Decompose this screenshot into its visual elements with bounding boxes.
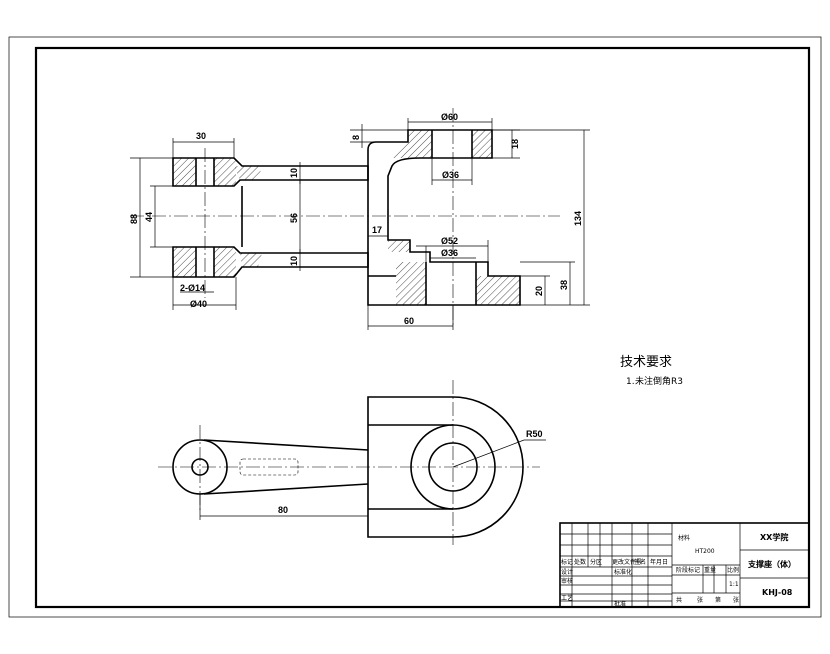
tb-label-stage-mark: 阶段标记 <box>676 566 700 574</box>
dim-44: 44 <box>144 212 154 222</box>
dim-38: 38 <box>559 280 569 290</box>
tb-header-sign: 签名 <box>634 558 646 566</box>
tb-sheet-unit-2: 张 <box>733 596 739 604</box>
inner-border <box>34 46 811 609</box>
dim-phi36-bottom: Ø36 <box>441 248 458 258</box>
dim-88: 88 <box>129 214 139 224</box>
dim-56: 56 <box>289 213 299 223</box>
tb-label-review: 审核 <box>561 577 573 585</box>
tb-scale: 1:1 <box>729 581 739 588</box>
tb-sheet-unit: 张 <box>697 596 703 604</box>
tb-label-design: 设计 <box>561 568 573 576</box>
outer-border <box>8 36 822 618</box>
tb-header-change-doc: 更改文件号 <box>612 558 642 566</box>
tb-sheet-total: 共 <box>676 596 682 604</box>
tb-sheet-no: 第 <box>715 596 721 604</box>
dim-r50: R50 <box>526 429 543 439</box>
tb-label-standardization: 标准化 <box>614 568 632 576</box>
dim-phi36-top: Ø36 <box>442 170 459 180</box>
dim-60-width: 60 <box>404 316 414 326</box>
dim-30: 30 <box>196 131 206 141</box>
front-dimension-lines <box>130 118 590 330</box>
tb-drawing-number: KHJ-08 <box>762 588 793 597</box>
tech-req-item-prefix: 1. <box>626 377 635 387</box>
dim-80: 80 <box>278 505 288 515</box>
tb-part-name: 支撑座（体） <box>747 559 796 569</box>
title-block <box>559 522 810 608</box>
tb-school: XX学院 <box>760 532 788 542</box>
dim-134: 134 <box>573 211 583 226</box>
dim-10-upper: 10 <box>289 168 299 178</box>
dim-20: 20 <box>534 286 544 296</box>
dim-phi60-top: Ø60 <box>441 112 458 122</box>
tb-label-weight: 重量 <box>704 566 716 574</box>
dim-17: 17 <box>372 225 382 235</box>
dim-8: 8 <box>351 135 361 140</box>
tb-header-count: 处数 <box>574 558 586 566</box>
tb-header-date: 年月日 <box>650 558 668 566</box>
tech-req-item-text: 未注倒角R3 <box>635 375 683 387</box>
dim-phi52: Ø52 <box>441 236 458 246</box>
tb-material-code: HT200 <box>695 548 715 555</box>
tb-label-scale: 比例 <box>727 566 739 574</box>
tb-header-mark: 标记 <box>561 558 573 566</box>
dim-10-lower: 10 <box>289 256 299 266</box>
dim-phi40: Ø40 <box>190 299 207 309</box>
tb-header-zone: 分区 <box>590 558 602 566</box>
tb-label-craft: 工艺 <box>561 594 573 602</box>
top-view <box>158 380 546 545</box>
dim-18: 18 <box>510 139 520 149</box>
front-section-view <box>130 108 560 325</box>
tb-label-approve: 批准 <box>614 600 626 608</box>
tb-material: 材料 <box>678 534 690 542</box>
tech-req-title: 技术要求 <box>620 355 672 370</box>
dim-2-phi14: 2-Ø14 <box>180 283 205 293</box>
